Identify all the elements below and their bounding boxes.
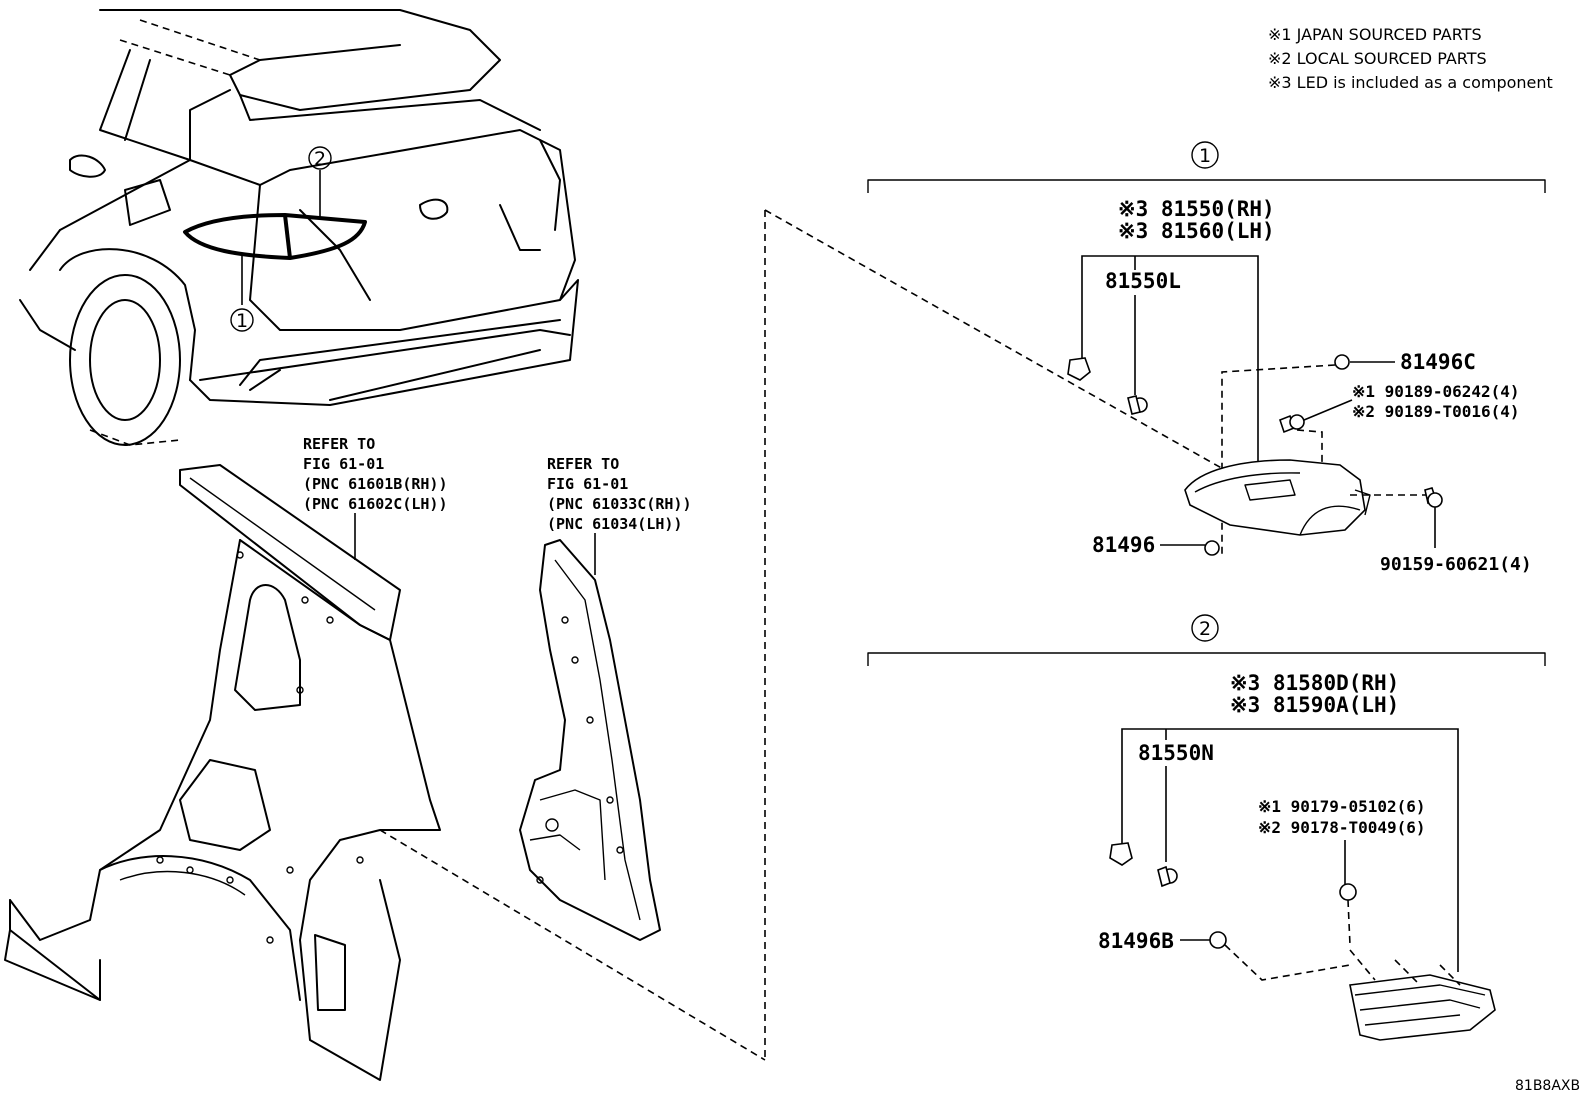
- label-90179-05102: ※1 90179-05102(6): [1258, 797, 1426, 816]
- svg-text:2: 2: [1199, 618, 1211, 640]
- callout-1-header: 1: [1191, 141, 1219, 169]
- figure-code: 81B8AXB: [1515, 1078, 1580, 1094]
- svg-text:REFER TO: REFER TO: [547, 455, 619, 473]
- svg-text:1: 1: [1199, 145, 1211, 167]
- label-81496c: 81496C: [1400, 350, 1476, 374]
- label-90189-06242: ※1 90189-06242(4): [1352, 382, 1520, 401]
- callout-2-header: 2: [1191, 614, 1219, 642]
- label-81550l: 81550L: [1105, 269, 1181, 293]
- label-81560-lh: ※3 81560(LH): [1118, 219, 1275, 243]
- label-90178-t0049: ※2 90178-T0049(6): [1258, 818, 1426, 837]
- refer-note-quarter-panel: REFER TO FIG 61-01 (PNC 61601B(RH)) (PNC…: [303, 435, 448, 560]
- svg-text:(PNC 61034(LH)): (PNC 61034(LH)): [547, 515, 682, 533]
- lamp-split-line: [283, 214, 292, 259]
- svg-text:REFER TO: REFER TO: [303, 435, 375, 453]
- inner-panel-illustration: [519, 539, 661, 941]
- notes-block: ※1 JAPAN SOURCED PARTS ※2 LOCAL SOURCED …: [1268, 25, 1553, 92]
- group-1-rear-lamp-assembly: 1 ※3 81550(RH) ※3 81560(LH) 81550L 81496…: [867, 141, 1546, 575]
- group-2-bracket: [867, 652, 1546, 666]
- label-81580d-rh: ※3 81580D(RH): [1230, 671, 1399, 695]
- label-81550n: 81550N: [1138, 741, 1214, 765]
- label-81550-rh: ※3 81550(RH): [1118, 197, 1275, 221]
- note-led-component: ※3 LED is included as a component: [1268, 73, 1553, 92]
- svg-text:(PNC 61602C(LH)): (PNC 61602C(LH)): [303, 495, 448, 513]
- svg-text:(PNC 61033C(RH)): (PNC 61033C(RH)): [547, 495, 692, 513]
- note-local-sourced: ※2 LOCAL SOURCED PARTS: [1268, 49, 1487, 68]
- lamp-socket-part-2: [1109, 842, 1178, 888]
- group-2-rear-lamp-assembly: 2 ※3 81580D(RH) ※3 81590A(LH) 81550N ※1 …: [867, 614, 1546, 1041]
- callout-2-vehicle: 2: [308, 146, 332, 170]
- svg-text:2: 2: [314, 148, 326, 170]
- label-81496: 81496: [1092, 533, 1155, 557]
- vehicle-rear-illustration: 1 2: [19, 9, 579, 446]
- svg-text:FIG 61-01: FIG 61-01: [303, 455, 384, 473]
- group-1-bracket: [867, 179, 1546, 193]
- clip-81496c: [1334, 354, 1395, 370]
- label-90159-60621: 90159-60621(4): [1380, 554, 1532, 575]
- svg-text:1: 1: [236, 310, 248, 332]
- callout-1-vehicle: 1: [230, 308, 254, 332]
- guide-to-lamp1: [764, 209, 1226, 471]
- rear-combination-lamp-outline: [183, 213, 367, 260]
- nut-81496b: [1180, 931, 1227, 949]
- label-90189-t0016: ※2 90189-T0016(4): [1352, 402, 1520, 421]
- label-81496b: 81496B: [1098, 929, 1174, 953]
- lamp-socket-part: [1067, 357, 1148, 415]
- bolt-90159: [1350, 487, 1443, 548]
- note-japan-sourced: ※1 JAPAN SOURCED PARTS: [1268, 25, 1482, 44]
- svg-text:(PNC 61601B(RH)): (PNC 61601B(RH)): [303, 475, 448, 493]
- refer-note-inner-panel: REFER TO FIG 61-01 (PNC 61033C(RH)) (PNC…: [547, 455, 692, 575]
- svg-text:FIG 61-01: FIG 61-01: [547, 475, 628, 493]
- screw-90179: [1339, 840, 1357, 901]
- rear-lamp-81550: [1184, 459, 1371, 536]
- label-81590a-lh: ※3 81590A(LH): [1230, 693, 1399, 717]
- guide-to-panel: [379, 829, 766, 1061]
- screw-90189: [1279, 399, 1353, 434]
- quarter-panel-illustration: [4, 464, 441, 1081]
- rear-lamp-81580: [1349, 949, 1496, 1041]
- nut-81496: [1160, 540, 1220, 556]
